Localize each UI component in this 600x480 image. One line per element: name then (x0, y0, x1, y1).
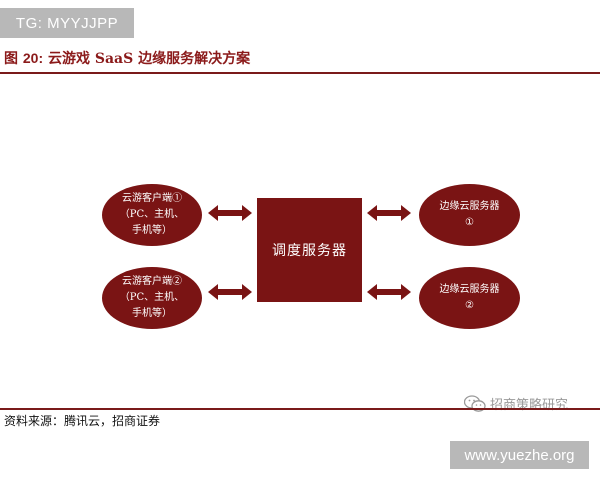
source-note: 资料来源：腾讯云，招商证券 (4, 414, 161, 428)
scheduler-label: 调度服务器 (272, 243, 347, 259)
edge-cloud-server-2: 边缘云服务器 ② (419, 267, 520, 329)
edge1-line1: 边缘云服务器 (439, 201, 500, 212)
cloud-game-client-2: 云游客户端② （PC、主机、 手机等） (102, 267, 202, 329)
client1-line2: （PC、主机、 (119, 209, 185, 220)
edge2-line1: 边缘云服务器 (439, 284, 500, 295)
scheduler-server: 调度服务器 (257, 198, 362, 302)
wechat-account-name: 招商策略研究 (490, 398, 569, 413)
watermark-bottom-badge: www.yuezhe.org (450, 441, 589, 469)
watermark-top-badge: TG: MYYJJPP (0, 8, 134, 38)
bidirectional-arrow-client1-scheduler (208, 205, 252, 221)
figure-number: 20: (22, 50, 44, 66)
figure-title-text: 云游戏 SaaS 边缘服务解决方案 (47, 51, 251, 67)
bidirectional-arrow-scheduler-edge2 (367, 284, 411, 300)
client1-line3: 手机等） (131, 225, 172, 236)
client2-line2: （PC、主机、 (119, 292, 185, 303)
source-divider (0, 408, 600, 410)
edge1-line2: ① (465, 217, 474, 228)
bidirectional-arrow-scheduler-edge1 (367, 205, 411, 221)
client1-line1: 云游客户端① (121, 193, 182, 204)
edge-cloud-server-1: 边缘云服务器 ① (419, 184, 520, 246)
cloud-game-client-1: 云游客户端① （PC、主机、 手机等） (102, 184, 202, 246)
title-divider (0, 72, 600, 74)
wechat-account-watermark: 招商策略研究 (464, 394, 568, 413)
figure-label: 图 (4, 51, 18, 67)
client2-line3: 手机等） (131, 308, 172, 319)
figure-title: 图 20: 云游戏 SaaS 边缘服务解决方案 (4, 48, 592, 70)
bidirectional-arrow-client2-scheduler (208, 284, 252, 300)
edge2-line2: ② (465, 300, 474, 311)
client2-line1: 云游客户端② (121, 276, 182, 287)
